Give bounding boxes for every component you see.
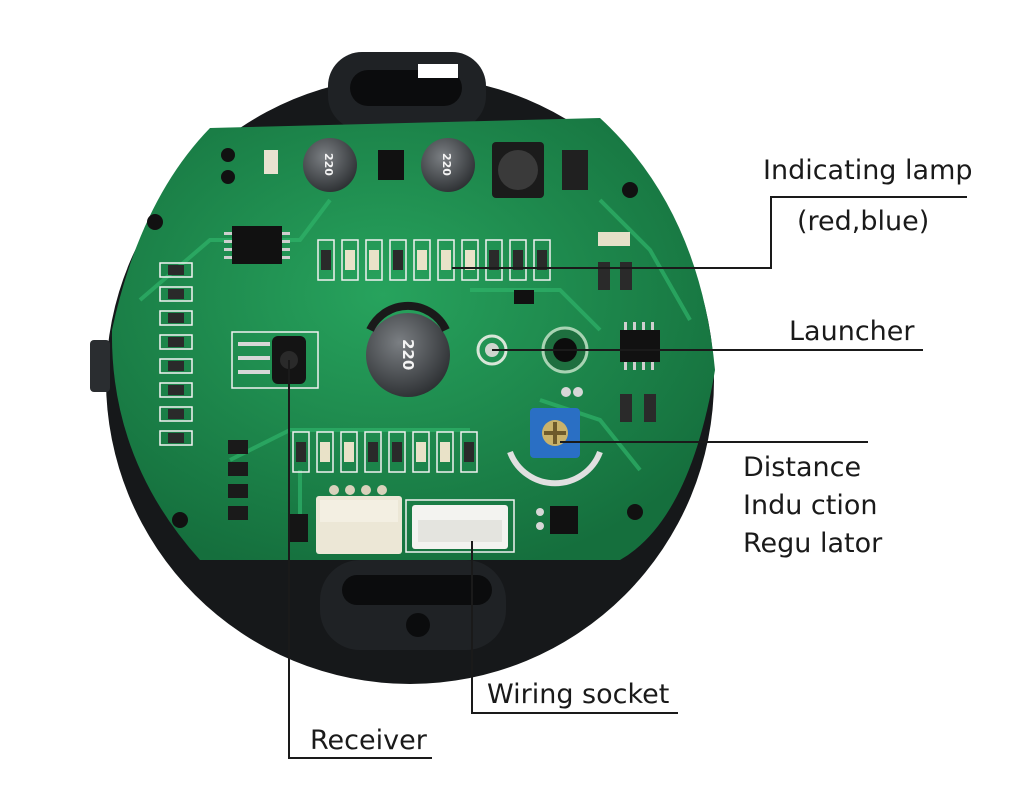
chip-u2 [620, 322, 660, 370]
capacitor-c7: 220 [421, 138, 475, 192]
label-indicating-lamp: Indicating lamp [763, 155, 973, 186]
diode-d1 [536, 506, 578, 534]
diode-d2 [562, 150, 588, 190]
capacitor-c1: 220 [366, 301, 450, 397]
label-indicating-lamp-colors: (red,blue) [797, 206, 930, 237]
capacitor-c16 [264, 150, 278, 174]
white-mark [146, 180, 156, 188]
diode-d3 [290, 514, 308, 542]
label-regulator: Regu lator [743, 528, 883, 559]
led-row-top [317, 239, 551, 281]
leader-receiver [288, 360, 432, 759]
label-launcher: Launcher [789, 316, 915, 347]
chip-u3 [224, 226, 290, 264]
capacitor-c14: 220 [303, 138, 357, 192]
regulator-u1 [378, 150, 404, 180]
potentiometer-rp1 [507, 387, 603, 487]
resistor-column-parts [168, 265, 184, 443]
transistors-q1-q3-q4 [228, 440, 248, 520]
wiring-socket-j1 [405, 499, 515, 553]
label-receiver: Receiver [310, 725, 427, 756]
leader-indicating-lamp [452, 196, 967, 269]
capacitor-c15 [598, 232, 630, 246]
label-induction: Indu ction [743, 490, 878, 521]
label-distance: Distance [743, 452, 862, 483]
inductor-l1 [492, 142, 544, 198]
transistor-q2 [514, 290, 534, 304]
leader-wiring-socket [471, 541, 678, 714]
leader-lines [288, 196, 967, 759]
label-wiring-socket: Wiring socket [487, 679, 670, 710]
resistor-column [159, 262, 193, 446]
svg-text:220: 220 [322, 153, 335, 176]
svg-text:220: 220 [399, 339, 417, 370]
svg-text:220: 220 [440, 153, 453, 176]
relay-k1 [316, 485, 402, 554]
led-row-bottom [292, 431, 478, 473]
